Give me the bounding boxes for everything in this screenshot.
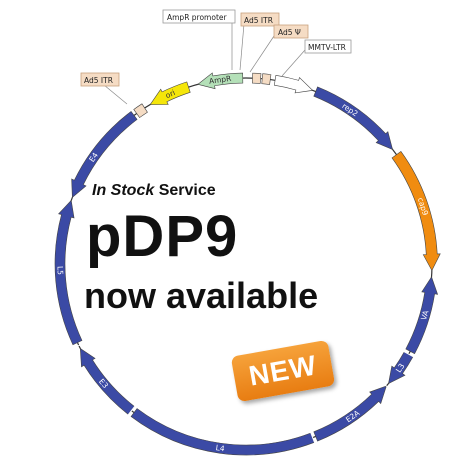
label-ad5-itr-left: Ad5 ITR	[80, 72, 128, 105]
segment-divider	[381, 381, 392, 391]
seg-l4	[130, 408, 315, 456]
service-italic: In Stock	[92, 182, 155, 199]
seg-cap9	[391, 151, 441, 272]
availability-text: now available	[84, 275, 319, 316]
seg-e3	[79, 347, 135, 415]
product-name: pDP9	[86, 204, 239, 269]
seg-itr-top	[252, 72, 262, 84]
seg-rep2	[313, 86, 394, 150]
seg-itr-left	[133, 103, 148, 118]
seg-ori-label: ori	[164, 88, 177, 100]
service-heading: In Stock Service	[92, 182, 216, 200]
svg-text:Ad5 Ψ: Ad5 Ψ	[278, 28, 301, 37]
label-mmtv-ltr: MMTV-LTR	[281, 39, 352, 77]
seg-mmtv	[273, 75, 314, 94]
label-ad5-itr-top: Ad5 ITR	[239, 12, 280, 71]
label-ad5-psi: Ad5 Ψ	[249, 24, 309, 73]
seg-e4	[71, 111, 138, 198]
seg-e2a	[313, 385, 387, 442]
svg-text:AmpR promoter: AmpR promoter	[167, 13, 228, 22]
segment-divider	[73, 342, 85, 349]
seg-l3	[388, 351, 414, 385]
seg-va	[405, 276, 439, 355]
svg-text:Ad5 ITR: Ad5 ITR	[84, 76, 113, 85]
segment-divider	[127, 405, 136, 416]
segment-divider	[310, 431, 316, 444]
seg-psi	[261, 73, 272, 85]
label-ampr-promoter: AmpR promoter	[162, 9, 236, 70]
seg-ampr-label: AmpR	[208, 74, 231, 86]
seg-l5-label: L5	[55, 266, 64, 275]
seg-ori	[149, 81, 191, 105]
seg-l4-label: L4	[215, 443, 225, 453]
seg-l5	[54, 199, 83, 346]
svg-text:Ad5 ITR: Ad5 ITR	[244, 16, 273, 25]
service-word: Service	[158, 182, 216, 199]
segment-divider	[403, 350, 415, 358]
seg-ampr	[197, 72, 244, 90]
svg-text:MMTV-LTR: MMTV-LTR	[308, 43, 346, 52]
seg-va-label: VA	[419, 308, 431, 321]
